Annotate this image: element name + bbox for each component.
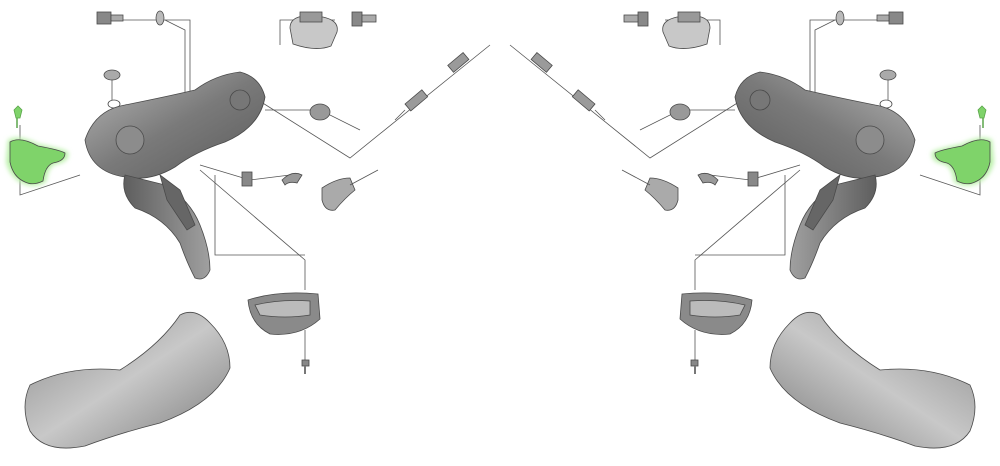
exploded-parts-diagram (5, 10, 995, 450)
